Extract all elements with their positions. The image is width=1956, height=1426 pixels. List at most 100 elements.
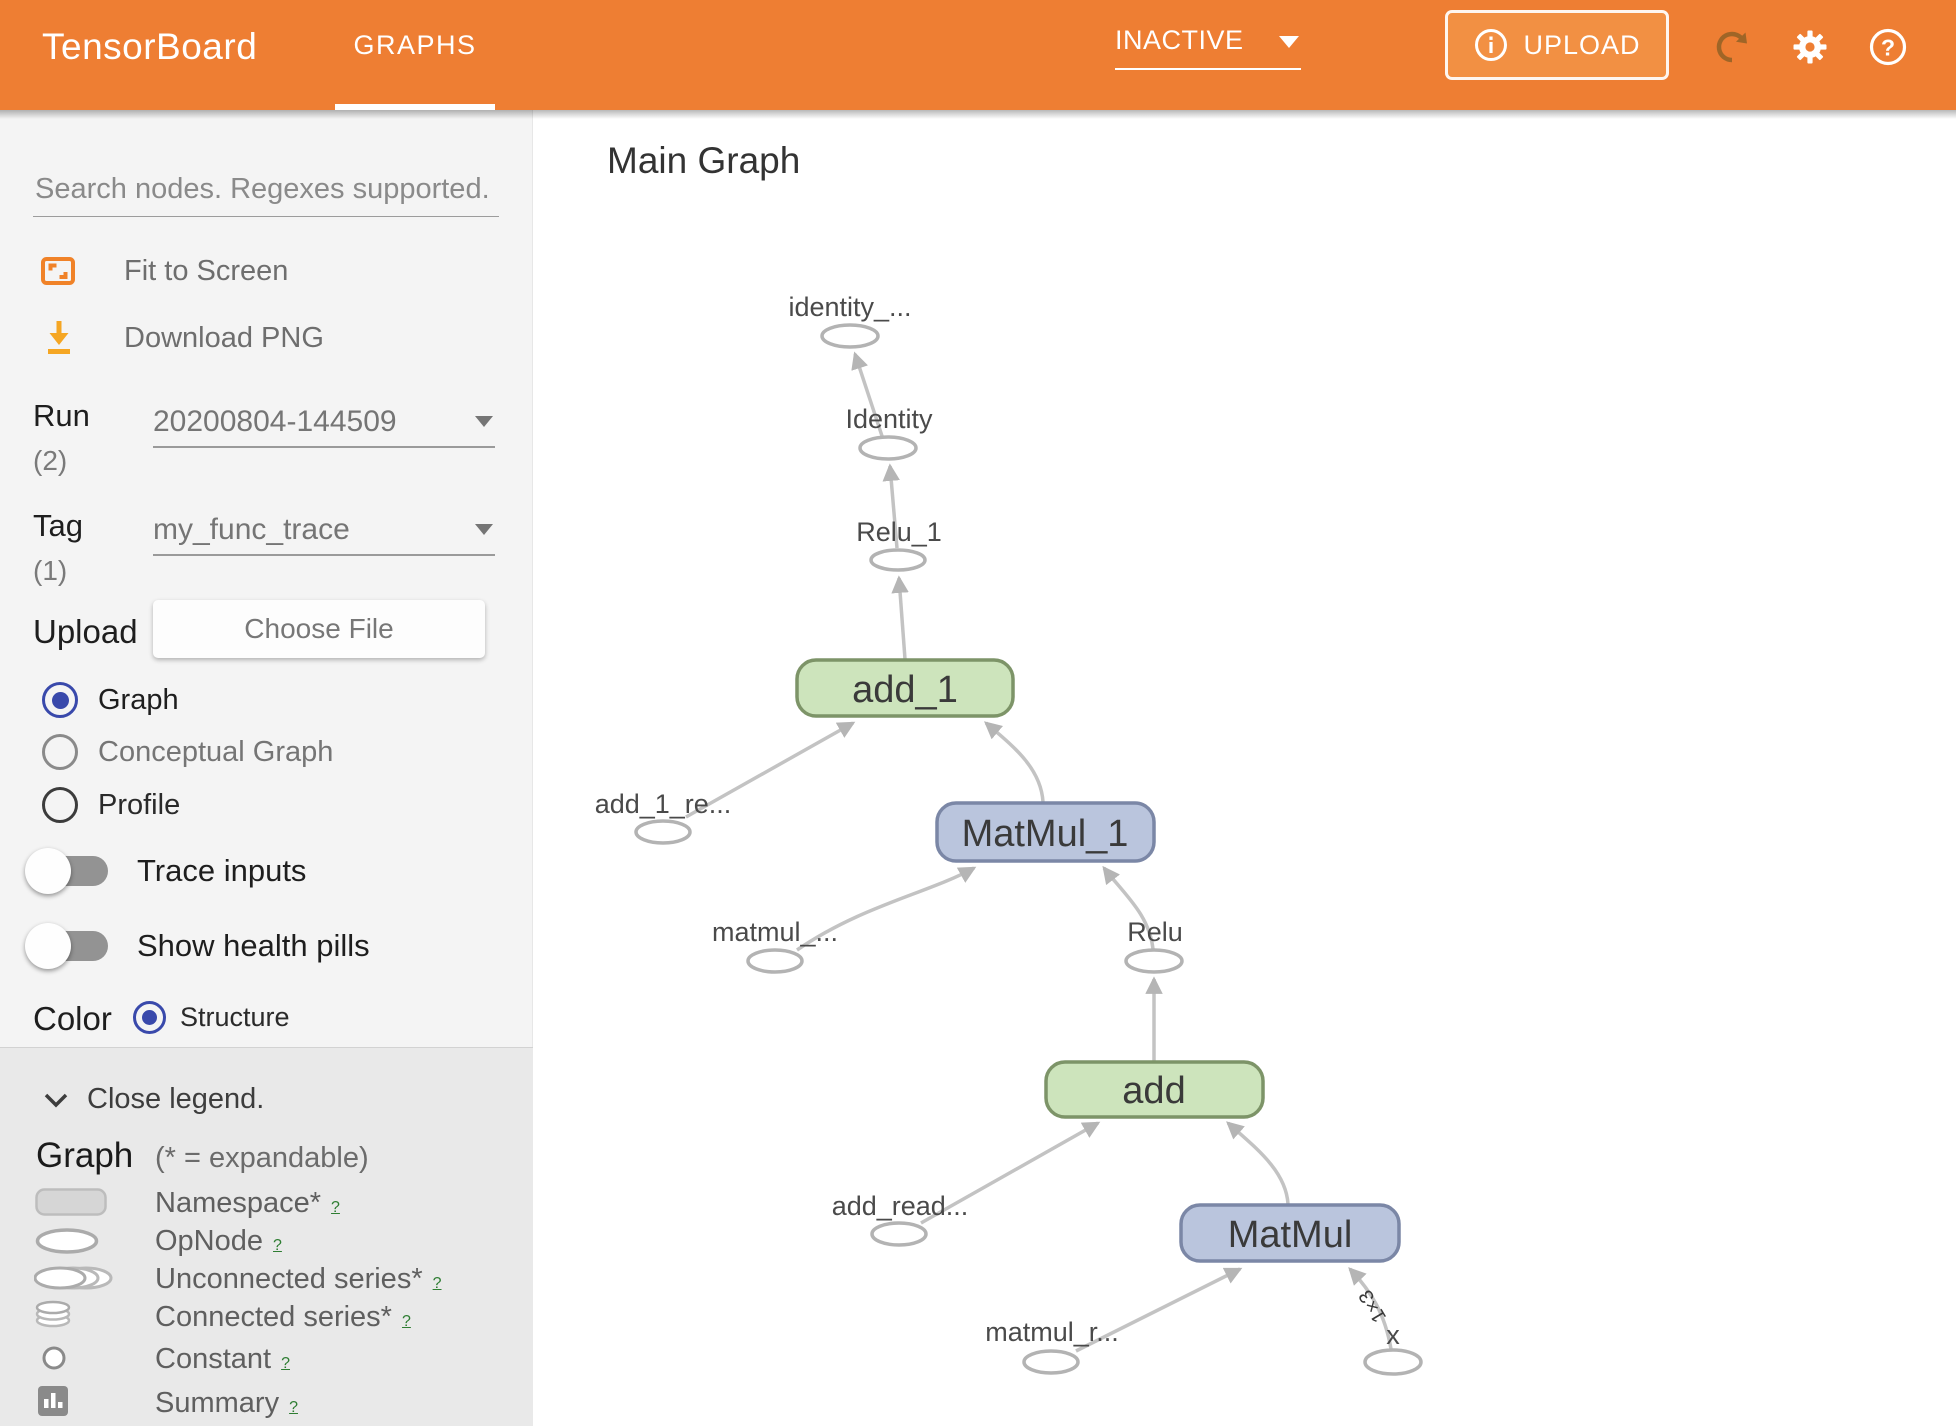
legend-panel: Close legend. Graph (* = expandable) Nam… (0, 1047, 533, 1426)
node-matmul[interactable]: MatMul (1179, 1203, 1401, 1263)
legend-help-link[interactable]: ? (401, 1313, 411, 1330)
refresh-icon[interactable] (1712, 27, 1752, 67)
radio-graph[interactable]: Graph (42, 682, 179, 718)
summary-icon (38, 1386, 68, 1416)
radio-conceptual-graph[interactable]: Conceptual Graph (42, 734, 333, 770)
download-icon (48, 321, 70, 354)
node-label: identity_... (788, 292, 911, 322)
node-label: matmul_r... (985, 1317, 1119, 1347)
radio-conceptual-graph-label: Conceptual Graph (98, 735, 334, 768)
close-legend-button[interactable]: Close legend. (43, 1083, 264, 1116)
node-label: add (1122, 1070, 1185, 1112)
legend-item: Unconnected series*? (155, 1263, 442, 1296)
header-bar: TensorBoard GRAPHS INACTIVE UPLOAD (0, 0, 1956, 110)
node-add-read[interactable]: add_read... (832, 1191, 969, 1247)
legend-item: Summary? (155, 1387, 298, 1420)
legend-item-label: OpNode (155, 1225, 264, 1257)
trace-inputs-label: Trace inputs (137, 853, 307, 888)
run-dropdown[interactable]: 20200804-144509 (153, 402, 495, 448)
edge-matmul-add (1226, 1121, 1290, 1205)
tag-count: (1) (33, 555, 68, 586)
legend-help-link[interactable]: ? (273, 1237, 282, 1254)
svg-text:?: ? (1881, 35, 1895, 61)
radio-unselected-icon (42, 734, 78, 770)
chevron-down-icon (475, 416, 493, 427)
node-matmul-1[interactable]: MatMul_1 (935, 801, 1156, 863)
radio-color-structure[interactable]: Structure (133, 1001, 290, 1034)
upload-label: Upload (33, 613, 138, 650)
node-add[interactable]: add (1044, 1060, 1265, 1119)
legend-item-label: Connected series* (155, 1301, 392, 1333)
node-label: Identity (845, 404, 933, 434)
help-icon[interactable]: ? (1868, 27, 1908, 67)
radio-profile-label: Profile (98, 788, 181, 821)
show-health-pills-toggle[interactable]: Show health pills (23, 922, 370, 970)
legend-help-link[interactable]: ? (289, 1399, 298, 1416)
run-label: Run (33, 398, 90, 433)
node-identity[interactable]: Identity (845, 404, 933, 461)
node-label: add_1 (852, 669, 958, 711)
close-legend-label: Close legend. (87, 1083, 265, 1115)
node-relu[interactable]: Relu (1124, 917, 1184, 974)
legend-item: Constant? (155, 1343, 290, 1376)
status-dropdown-value: INACTIVE (1115, 25, 1244, 55)
legend-item: OpNode? (155, 1225, 282, 1258)
radio-graph-label: Graph (98, 683, 179, 716)
edge-addread-add (920, 1121, 1101, 1225)
tag-dropdown[interactable]: my_func_trace (153, 510, 495, 556)
node-matmul-read[interactable]: matmul_r... (985, 1317, 1119, 1375)
trace-inputs-toggle[interactable]: Trace inputs (23, 847, 306, 895)
edge-relu1-identity (882, 463, 900, 549)
node-label: Relu (1127, 917, 1183, 947)
legend-help-link[interactable]: ? (331, 1199, 340, 1216)
legend-item-label: Unconnected series* (155, 1263, 423, 1295)
edge-add1read-add1 (685, 721, 856, 819)
graph-canvas[interactable]: Main Graph 1×3 (533, 110, 1956, 1426)
sidebar: Fit to Screen Download PNG Run (2) 20200… (0, 110, 533, 1426)
node-add-1[interactable]: add_1 (795, 658, 1015, 718)
node-label: add_1_re... (595, 789, 732, 819)
edge-matmulread-matmul (1075, 1267, 1243, 1353)
app-title: TensorBoard (42, 26, 258, 67)
tab-graphs[interactable]: GRAPHS (353, 30, 477, 60)
legend-help-link[interactable]: ? (432, 1275, 442, 1292)
legend-help-link[interactable]: ? (281, 1355, 290, 1372)
download-png-label: Download PNG (124, 321, 324, 354)
fit-to-screen-icon (41, 257, 75, 285)
fit-to-screen-button[interactable]: Fit to Screen (40, 253, 288, 289)
legend-item: Namespace*? (155, 1187, 340, 1220)
node-identity-out[interactable]: identity_... (788, 292, 912, 349)
legend-item: Connected series*? (155, 1301, 411, 1334)
legend-item-label: Summary (155, 1387, 280, 1419)
chevron-down-icon (475, 524, 493, 535)
main-graph-title: Main Graph (607, 140, 801, 181)
chevron-down-icon (44, 1093, 68, 1107)
upload-button[interactable]: UPLOAD (1445, 10, 1669, 80)
gear-icon[interactable] (1790, 27, 1830, 67)
fit-to-screen-label: Fit to Screen (124, 254, 289, 287)
node-label: add_read... (832, 1191, 969, 1221)
radio-profile[interactable]: Profile (42, 787, 180, 823)
node-label: x (1386, 1320, 1400, 1350)
search-input[interactable] (33, 162, 499, 217)
node-matmul-read-top[interactable]: matmul_... (712, 917, 838, 974)
unconnected-series-icon (34, 1266, 113, 1290)
run-count: (2) (33, 445, 68, 476)
tag-dropdown-value: my_func_trace (153, 513, 350, 546)
choose-file-button[interactable]: Choose File (153, 600, 485, 658)
download-png-button[interactable]: Download PNG (42, 318, 324, 358)
radio-selected-icon (133, 1001, 166, 1034)
status-dropdown[interactable]: INACTIVE (1115, 20, 1301, 70)
node-x[interactable]: x (1363, 1320, 1423, 1376)
node-label: matmul_... (712, 917, 838, 947)
graph-svg: 1×3 identity_... Identity Relu_1 add_1_r… (595, 292, 1423, 1376)
namespace-icon (35, 1188, 107, 1216)
node-relu-1[interactable]: Relu_1 (856, 517, 942, 572)
toggle-off-icon (23, 922, 115, 970)
edge-add1-relu1 (891, 575, 909, 660)
node-add-1-read[interactable]: add_1_re... (595, 789, 732, 845)
edge-matmulread-matmul1 (796, 866, 977, 952)
tab-active-indicator (335, 104, 495, 110)
color-structure-label: Structure (180, 1002, 290, 1032)
info-icon (1475, 29, 1508, 61)
